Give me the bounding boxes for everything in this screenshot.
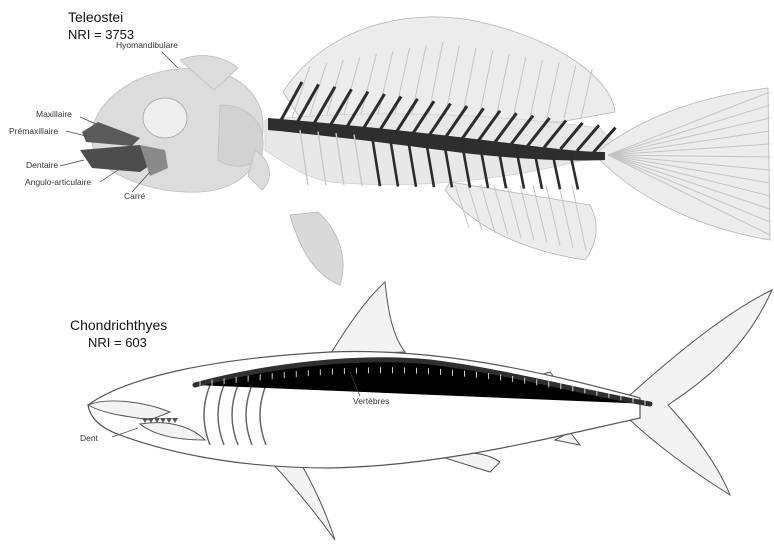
label-premaxillaire: Prémaxillaire xyxy=(9,126,58,136)
shark-skeleton: Vertèbres Dent xyxy=(80,282,772,540)
shark-dorsal-fin xyxy=(330,282,405,355)
leader-angulo-articulaire xyxy=(100,170,118,182)
label-angulo-articulaire: Angulo-articulaire xyxy=(25,177,91,187)
teleost-orbit xyxy=(143,98,187,138)
shark-caudal-fin xyxy=(625,290,772,495)
leader-maxillaire xyxy=(80,117,96,124)
chondrichthyes-title: Chondrichthyes xyxy=(70,317,167,333)
label-maxillaire: Maxillaire xyxy=(36,109,72,119)
leader-dentaire xyxy=(60,160,84,166)
chondrichthyes-nri: NRI = 603 xyxy=(88,335,147,350)
label-carre: Carré xyxy=(124,191,146,201)
label-dent: Dent xyxy=(80,433,99,443)
teleost-skeleton: Hyomandibulare Maxillaire Prémaxillaire … xyxy=(9,17,770,285)
label-dentaire: Dentaire xyxy=(26,160,58,170)
teleostei-title: Teleostei xyxy=(68,9,123,25)
teleostei-nri: NRI = 3753 xyxy=(68,27,134,42)
teleost-pelvic-fin xyxy=(290,212,343,285)
label-vertebres: Vertèbres xyxy=(353,396,389,406)
leader-hyomandibulare xyxy=(162,52,178,68)
